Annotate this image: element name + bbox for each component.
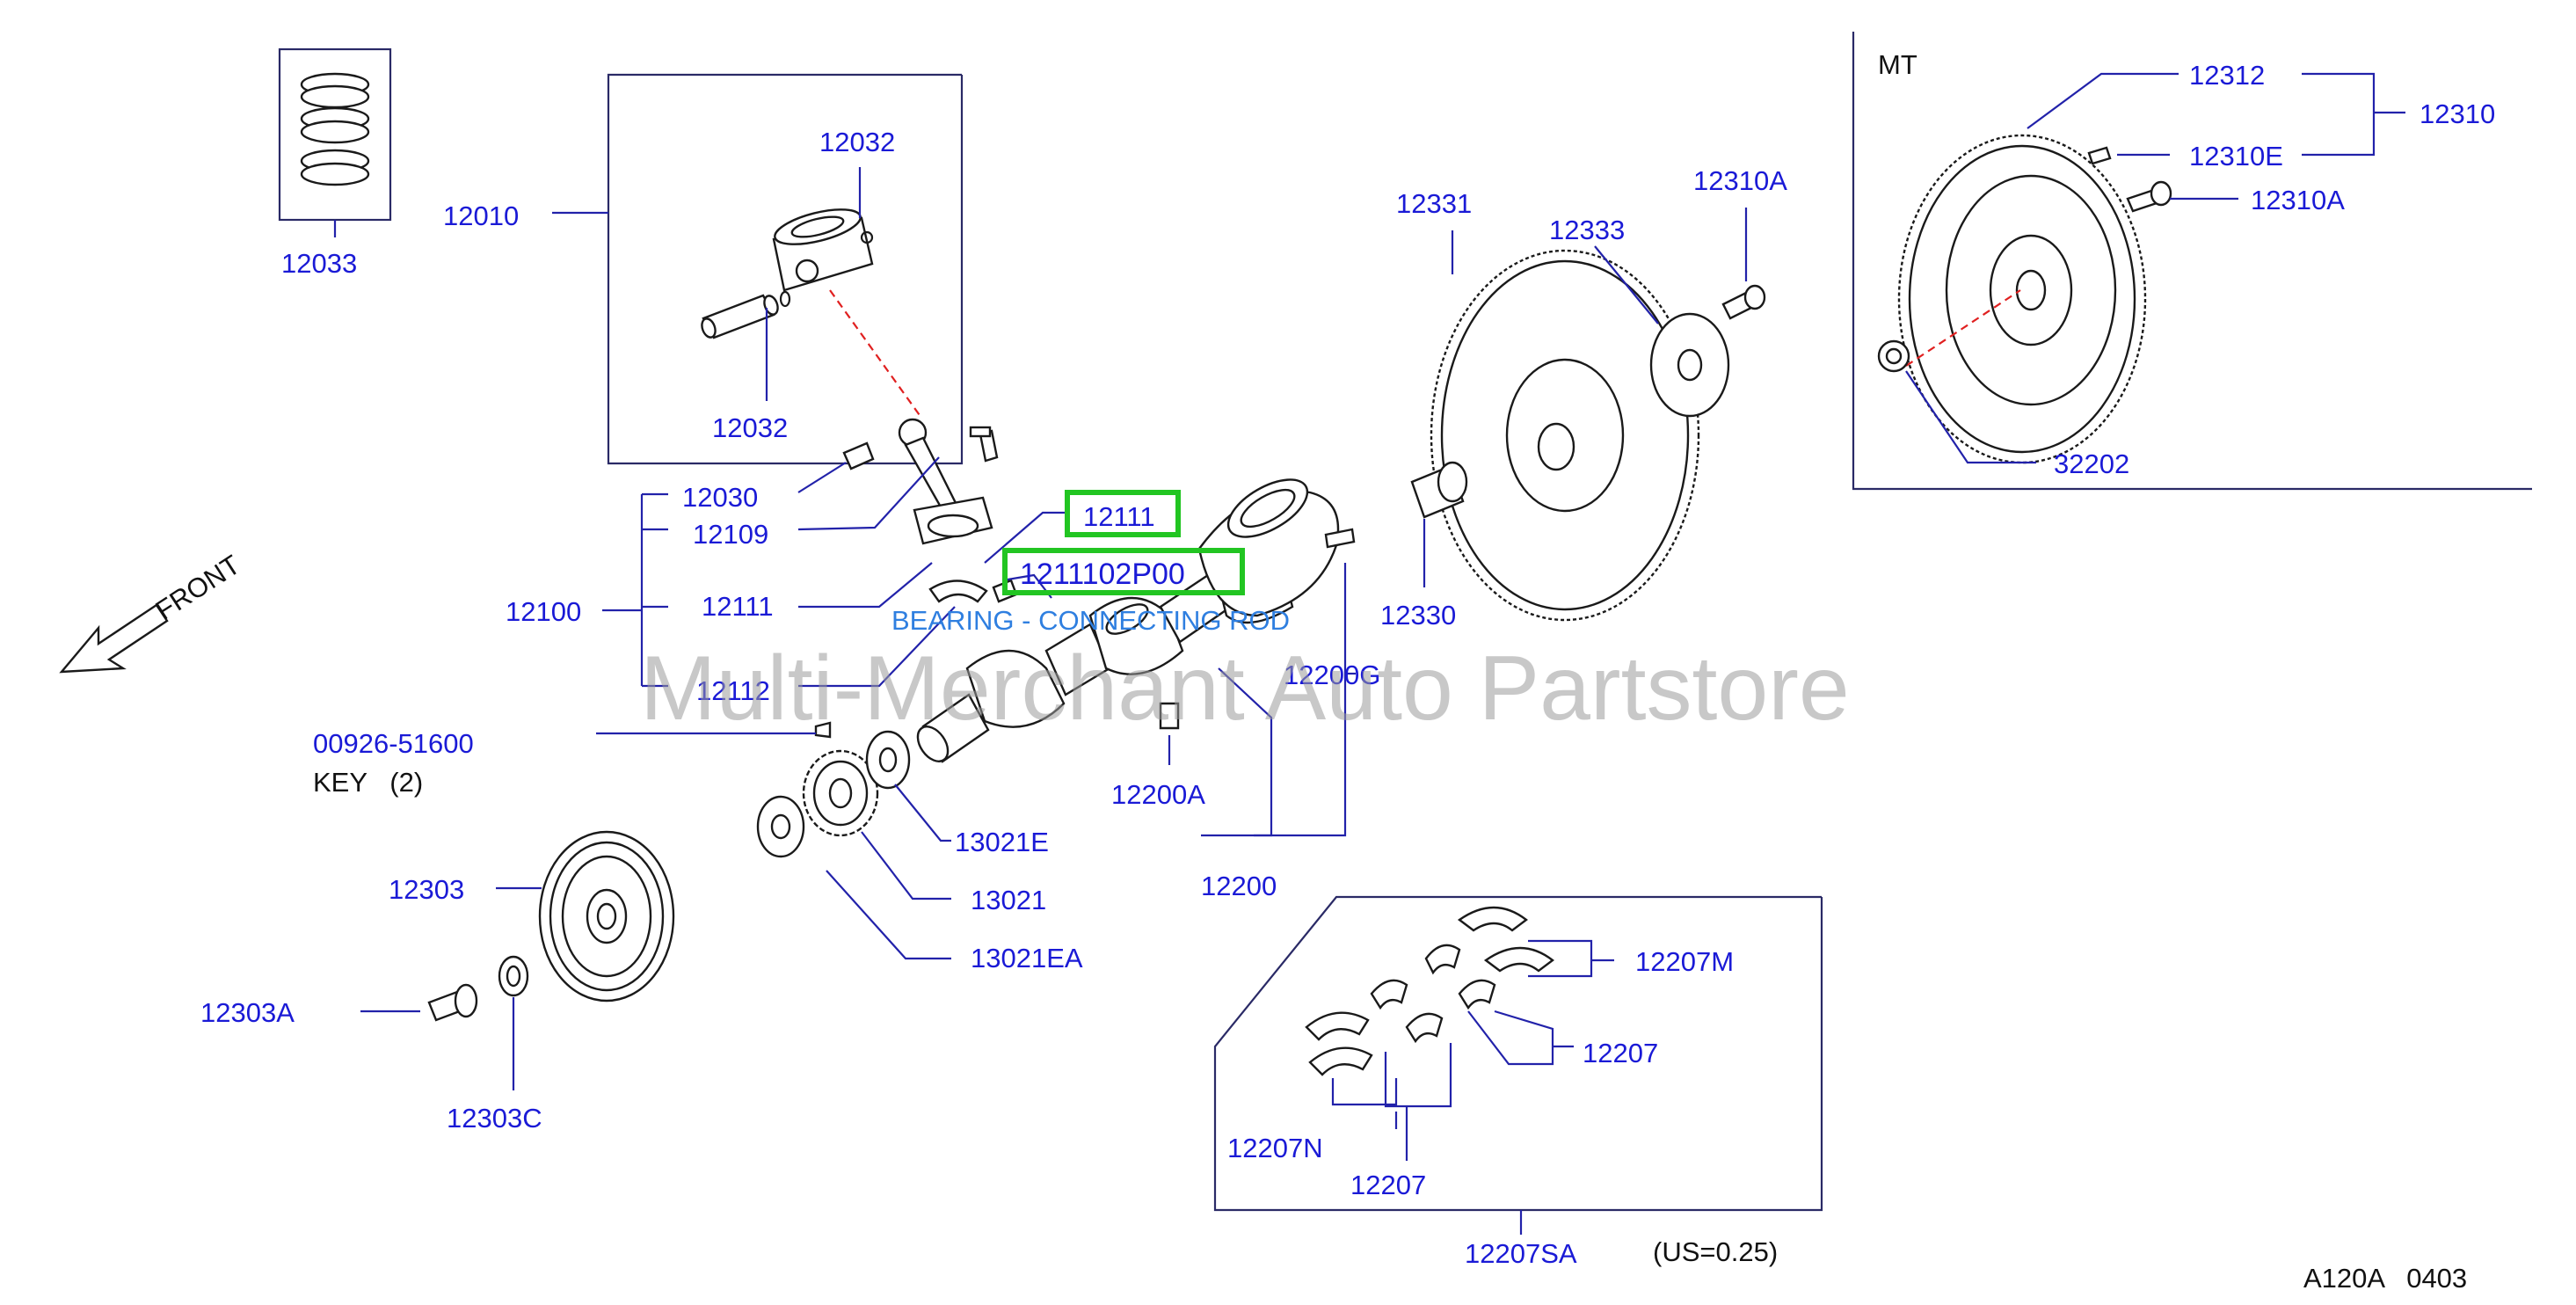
label-12310a-right[interactable]: 12310A (2251, 185, 2345, 215)
label-12033[interactable]: 12033 (281, 248, 357, 279)
connecting-rod-drawing (898, 418, 999, 545)
main-bearings-drawing (1305, 906, 1554, 1076)
label-12100[interactable]: 12100 (506, 596, 581, 627)
pulley-bolt-drawing (427, 983, 478, 1022)
crank-sprocket-drawing (802, 749, 879, 837)
piston-pin-drawing (701, 290, 791, 339)
piston-rings-drawing (300, 72, 370, 186)
label-12303c[interactable]: 12303C (447, 1103, 542, 1134)
label-12330[interactable]: 12330 (1380, 600, 1456, 631)
bearing-set-frame (1213, 895, 1823, 1212)
label-12207sa[interactable]: 12207SA (1465, 1238, 1577, 1269)
label-12032-top[interactable]: 12032 (819, 127, 895, 157)
label-12331[interactable]: 12331 (1396, 188, 1472, 219)
label-1211102p00[interactable]: 1211102P00 (1020, 558, 1185, 591)
drive-plate-bolt-drawing (1721, 284, 1766, 320)
label-12109[interactable]: 12109 (693, 519, 768, 550)
crank-pulley-drawing (538, 830, 675, 1002)
label-12333[interactable]: 12333 (1549, 215, 1625, 245)
highlight-box-12111 (1065, 490, 1181, 537)
label-32202[interactable]: 32202 (2054, 448, 2129, 479)
piston-frame (607, 73, 964, 465)
front-arrow-icon (59, 603, 169, 674)
piston-drawing (772, 208, 922, 419)
spacer-12330-drawing (1410, 461, 1468, 519)
label-key: KEY (2) (313, 767, 423, 798)
label-12112[interactable]: 12112 (696, 675, 770, 706)
label-12207-bottom[interactable]: 12207 (1350, 1170, 1426, 1200)
label-12310e[interactable]: 12310E (2189, 141, 2283, 171)
label-12207n[interactable]: 12207N (1227, 1133, 1323, 1163)
reinforcement-plate-drawing (1649, 312, 1730, 418)
crankshaft-drawing (916, 478, 1340, 763)
label-front: FRONT (150, 549, 246, 626)
bushing-drawing (842, 441, 875, 470)
flywheel-drawing (1897, 134, 2147, 464)
pilot-bushing-drawing (1877, 339, 1910, 373)
label-12111[interactable]: 12111 (702, 591, 774, 622)
plug-12200a-drawing (1159, 702, 1180, 730)
label-12310[interactable]: 12310 (2420, 98, 2495, 129)
flywheel-bolt-drawing (2126, 180, 2172, 213)
label-12032-bottom[interactable]: 12032 (712, 412, 788, 443)
label-12200g[interactable]: 12200G (1284, 660, 1380, 690)
rod-bearing-drawing (928, 579, 1018, 603)
label-12303[interactable]: 12303 (389, 874, 464, 905)
diagram-code: A120A 0403 (2303, 1263, 2467, 1294)
plug-12200g-drawing (1324, 528, 1356, 549)
label-13021[interactable]: 13021 (971, 885, 1046, 915)
label-00926-51600[interactable]: 00926-51600 (313, 728, 474, 759)
watermark: Multi-Merchant Auto Partstore (640, 638, 1850, 740)
label-13021ea[interactable]: 13021EA (971, 943, 1083, 973)
drive-plate-drawing (1430, 249, 1700, 622)
label-12303a[interactable]: 12303A (200, 997, 295, 1028)
label-12310a-middle[interactable]: 12310A (1693, 165, 1787, 196)
leader-lines (333, 72, 2405, 1235)
highlight-box-1211102p00 (1002, 548, 1245, 595)
label-12010[interactable]: 12010 (443, 200, 519, 231)
label-12030[interactable]: 12030 (682, 482, 758, 513)
label-13021e[interactable]: 13021E (955, 827, 1049, 857)
label-12200a[interactable]: 12200A (1111, 779, 1205, 810)
label-12312[interactable]: 12312 (2189, 60, 2265, 91)
washer-13021ea-drawing (756, 795, 805, 858)
label-12207-right[interactable]: 12207 (1583, 1038, 1658, 1068)
washer-13021e-drawing (865, 730, 911, 790)
woodruff-key-drawing (814, 721, 832, 739)
mt-frame (1852, 32, 2532, 491)
label-mt: MT (1878, 49, 1917, 80)
label-bearing-connecting-rod: BEARING - CONNECTING ROD (891, 605, 1290, 636)
pulley-washer-drawing (498, 955, 529, 997)
label-us-note: (US=0.25) (1653, 1236, 1778, 1267)
label-12111-highlighted[interactable]: 12111 (1083, 501, 1155, 532)
label-12207m[interactable]: 12207M (1635, 946, 1734, 977)
dowel-12310e-drawing (2087, 146, 2112, 165)
label-12200[interactable]: 12200 (1201, 871, 1277, 901)
